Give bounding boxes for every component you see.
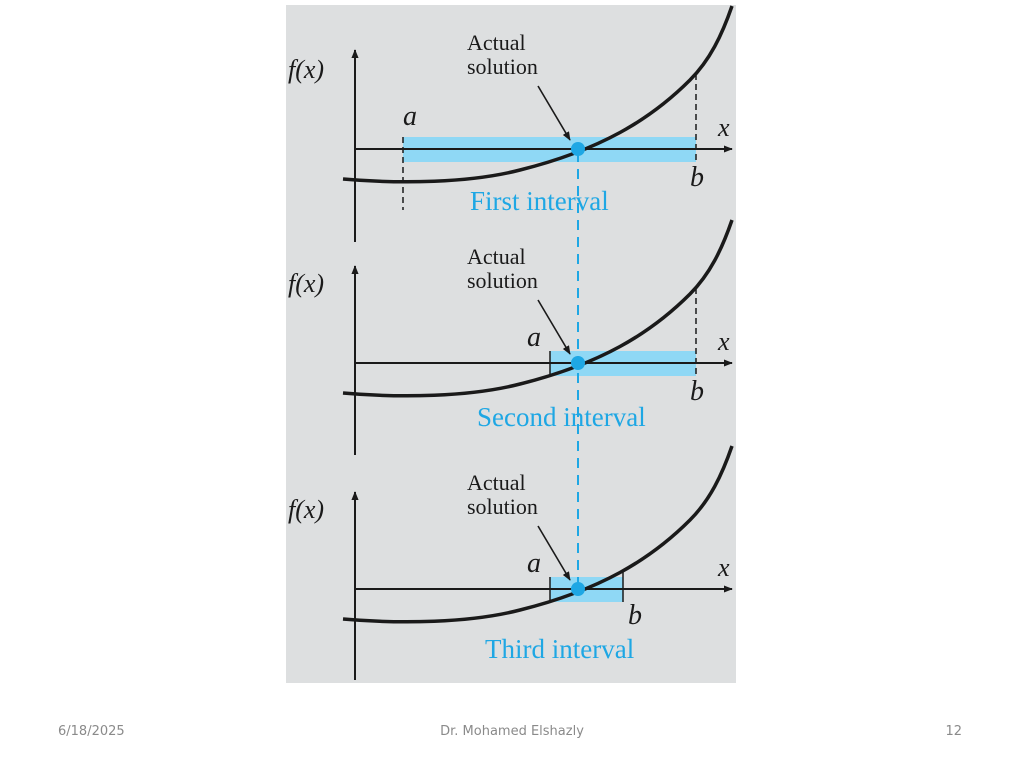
x-axis-label: x (717, 553, 730, 582)
a-label: a (527, 322, 541, 353)
figure-background (286, 5, 736, 683)
interval-title: First interval (470, 186, 609, 216)
bisection-figure: f(x) x a b Actual solution First interva… (286, 5, 736, 683)
panel-second-interval: f(x) x a b Actual solution Second interv… (288, 219, 734, 455)
b-label: b (628, 600, 642, 631)
a-label: a (527, 548, 541, 579)
root-point (571, 142, 585, 156)
annotation-arrow (537, 525, 571, 581)
footer-page-number: 12 (945, 724, 962, 739)
footer-date: 6/18/2025 (58, 724, 125, 739)
b-label: b (690, 376, 704, 407)
function-curve (342, 219, 734, 398)
fx-label: f(x) (288, 55, 324, 84)
a-label: a (403, 101, 417, 132)
annotation-arrow (537, 85, 571, 141)
root-point (571, 582, 585, 596)
b-label: b (690, 162, 704, 193)
function-curve (342, 5, 734, 184)
fx-label: f(x) (288, 495, 324, 524)
annotation-line-2: solution (467, 54, 538, 79)
interval-title: Third interval (485, 634, 634, 664)
footer-author: Dr. Mohamed Elshazly (440, 724, 584, 739)
function-curve (342, 445, 734, 624)
x-axis-label: x (717, 327, 730, 356)
annotation-line-2: solution (467, 494, 538, 519)
annotation-line-1: Actual (467, 244, 526, 269)
fx-label: f(x) (288, 269, 324, 298)
annotation-line-1: Actual (467, 470, 526, 495)
panel-third-interval: f(x) x a b Actual solution Third interva… (288, 445, 734, 680)
annotation-line-1: Actual (467, 30, 526, 55)
x-axis-label: x (717, 113, 730, 142)
panel-first-interval: f(x) x a b Actual solution First interva… (288, 5, 734, 242)
interval-title: Second interval (477, 402, 646, 432)
annotation-line-2: solution (467, 268, 538, 293)
annotation-arrow (537, 299, 571, 355)
